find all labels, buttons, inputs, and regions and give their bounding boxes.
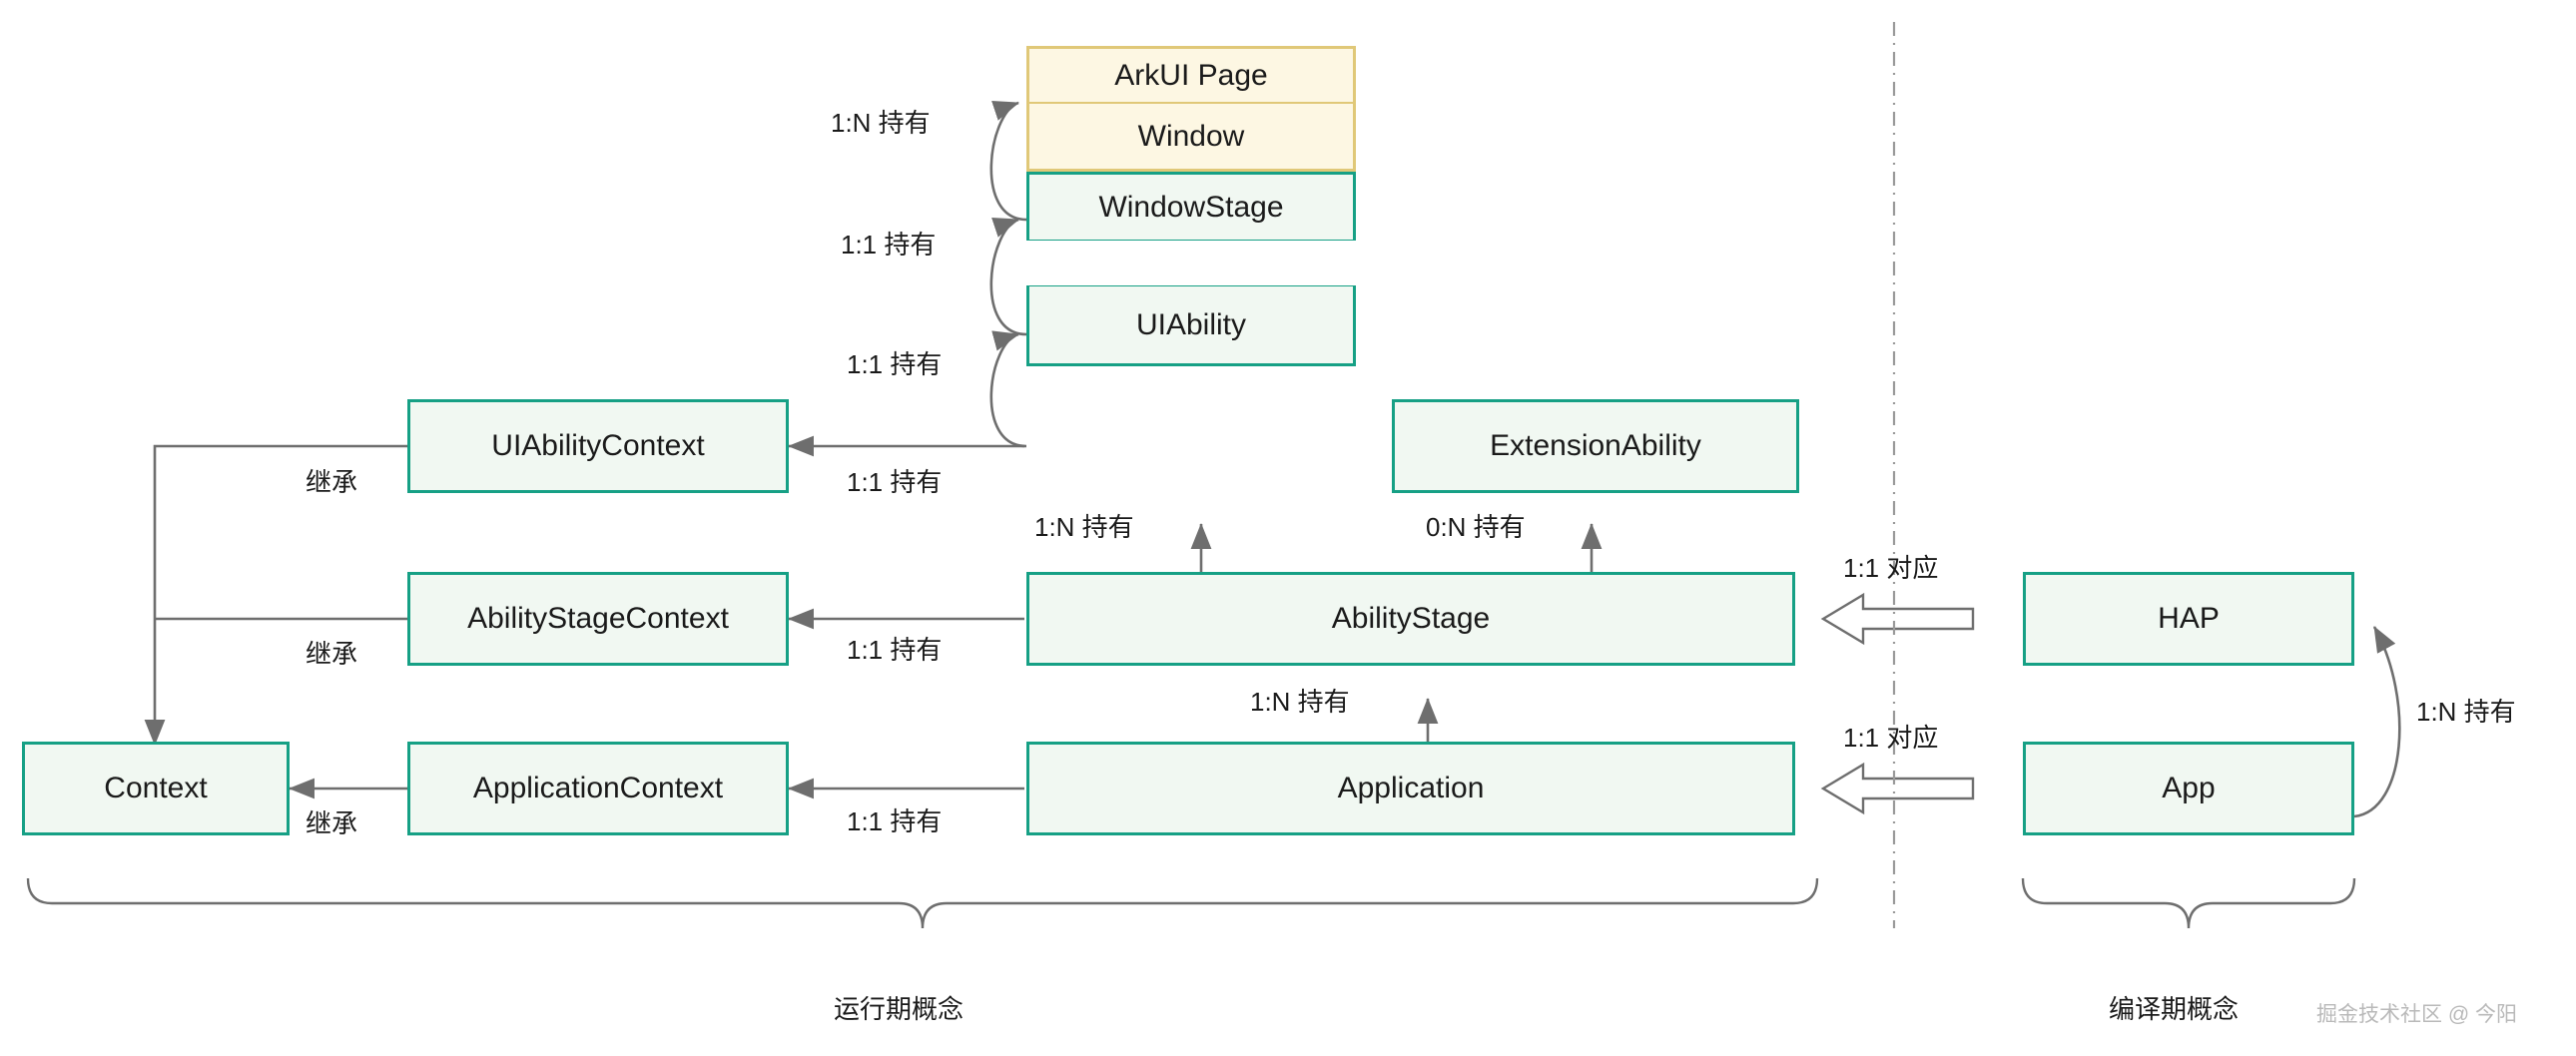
edge-label-windowstage-hold: 1:1 持有: [847, 349, 943, 379]
node-window-stage-label: WindowStage: [1098, 190, 1284, 224]
node-extension-ability-label: ExtensionAbility: [1490, 429, 1701, 462]
edge-label-app-holds-hap: 1:N 持有: [2416, 697, 2516, 727]
edge-label-uiability-to-context: 1:1 持有: [847, 467, 943, 497]
node-app-label: App: [2162, 772, 2216, 804]
edge-label-app-to-appcontext: 1:1 持有: [847, 806, 943, 836]
edge-label-stage-to-extension: 0:N 持有: [1426, 512, 1526, 542]
edge-label-stage-to-uiability: 1:N 持有: [1034, 512, 1134, 542]
node-application[interactable]: Application: [1026, 742, 1795, 835]
node-ui-ability-context-label: UIAbilityContext: [491, 429, 705, 462]
edge-label-inherit-app-context: 继承: [306, 808, 358, 838]
node-ui-ability-label: UIAbility: [1135, 307, 1247, 341]
edge-label-app-app-mapping: 1:1 对应: [1843, 723, 1939, 753]
node-window-label: Window: [1137, 119, 1245, 153]
section-title-runtime: 运行期概念: [834, 994, 965, 1024]
edge-label-page-hold: 1:N 持有: [831, 108, 931, 138]
node-ability-stage-context[interactable]: AbilityStageContext: [407, 572, 789, 666]
node-hap-label: HAP: [2158, 602, 2220, 635]
node-application-context[interactable]: ApplicationContext: [407, 742, 789, 835]
edge-label-inherit-stage-context: 继承: [306, 639, 358, 669]
node-context[interactable]: Context: [22, 742, 290, 835]
edge-label-stage-to-stagecontext: 1:1 持有: [847, 635, 943, 665]
node-context-label: Context: [104, 772, 208, 804]
node-ability-stage-label: AbilityStage: [1331, 602, 1491, 635]
node-extension-ability[interactable]: ExtensionAbility: [1392, 399, 1799, 493]
node-ui-ability[interactable]: UIAbility: [1026, 285, 1356, 366]
node-arkui-page[interactable]: ArkUI Page: [1026, 46, 1356, 103]
watermark: 掘金技术社区 @ 今阳: [2316, 1003, 2517, 1026]
node-arkui-page-label: ArkUI Page: [1114, 58, 1268, 92]
node-ability-stage[interactable]: AbilityStage: [1026, 572, 1795, 666]
edge-label-stage-hap-mapping: 1:1 对应: [1843, 553, 1939, 583]
node-application-label: Application: [1337, 772, 1485, 804]
edge-label-window-hold: 1:1 持有: [841, 230, 937, 260]
node-ui-ability-context[interactable]: UIAbilityContext: [407, 399, 789, 493]
node-application-context-label: ApplicationContext: [472, 772, 724, 804]
node-ability-stage-context-label: AbilityStageContext: [467, 602, 729, 635]
edge-label-inherit-uiability-context: 继承: [306, 467, 358, 497]
node-window-stage[interactable]: WindowStage: [1026, 172, 1356, 241]
node-window[interactable]: Window: [1026, 103, 1356, 172]
section-title-compile: 编译期概念: [2109, 994, 2240, 1024]
edge-label-app-to-stage: 1:N 持有: [1250, 687, 1350, 717]
node-app[interactable]: App: [2023, 742, 2354, 835]
node-hap[interactable]: HAP: [2023, 572, 2354, 666]
